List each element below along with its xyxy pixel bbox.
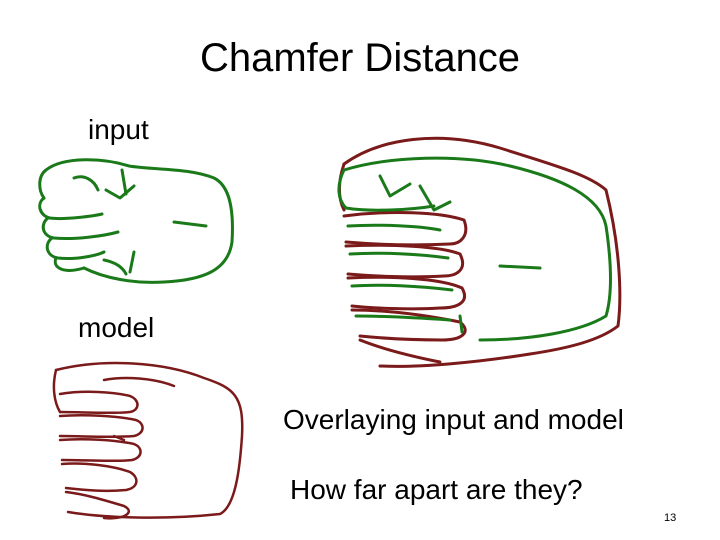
overlay-caption: Overlaying input and model <box>283 404 624 435</box>
model-label: model <box>78 312 155 343</box>
slide-title: Chamfer Distance <box>199 36 521 80</box>
question-text: How far apart are they? <box>290 474 583 505</box>
input-label: input <box>88 114 149 145</box>
model-fist-contour <box>52 361 244 520</box>
overlay-contours <box>337 136 622 368</box>
page-number: 13 <box>664 512 677 524</box>
input-fist-contour <box>38 158 234 284</box>
